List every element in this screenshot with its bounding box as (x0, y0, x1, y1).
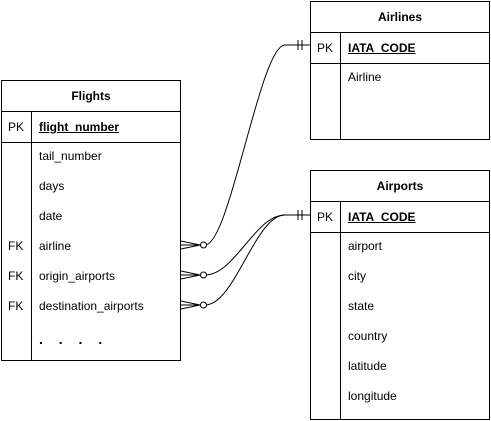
pk-label: PK (317, 210, 334, 224)
key-column (311, 232, 341, 419)
entity-title-airlines: Airlines (311, 2, 489, 33)
fk-label-airline: FK (8, 239, 24, 253)
field-ellipsis: . . . . (39, 331, 109, 347)
pk-field-iata-code: IATA_CODE (348, 210, 416, 224)
field-airport: airport (348, 239, 383, 253)
pk-row-airports[interactable]: PK IATA_CODE (311, 202, 489, 233)
entity-title-airports: Airports (311, 171, 489, 202)
field-airline: airline (39, 239, 72, 253)
field-country: country (348, 329, 388, 343)
fk-label-destination: FK (8, 299, 24, 313)
fk-label-origin: FK (8, 269, 24, 283)
field-latitude: latitude (348, 359, 387, 373)
entity-flights[interactable]: Flights PK flight_number tail_number day… (1, 80, 181, 361)
field-tail-number: tail_number (39, 149, 102, 163)
pk-label: PK (317, 41, 334, 55)
connector-destination-to-airports (180, 210, 310, 310)
field-airline-name: Airline (348, 70, 382, 84)
field-days: days (39, 179, 65, 193)
connector-origin-to-airports (180, 214, 310, 280)
entity-title-flights: Flights (2, 81, 180, 112)
field-origin-airports: origin_airports (39, 269, 116, 283)
field-state: state (348, 299, 375, 313)
pk-field-iata-code: IATA_CODE (348, 41, 416, 55)
pk-field-flight-number: flight_number (39, 120, 119, 134)
entity-airlines[interactable]: Airlines PK IATA_CODE Airline (310, 1, 490, 140)
field-city: city (348, 269, 366, 283)
field-date: date (39, 209, 63, 223)
key-column (311, 63, 341, 139)
field-destination-airports: destination_airports (39, 299, 144, 313)
pk-row-flights[interactable]: PK flight_number (2, 112, 180, 143)
entity-airports[interactable]: Airports PK IATA_CODE airport city state… (310, 170, 490, 420)
field-longitude: longitude (348, 389, 397, 403)
key-column (2, 142, 32, 360)
pk-label: PK (8, 120, 25, 134)
connector-airline-to-airlines (180, 40, 310, 250)
pk-row-airlines[interactable]: PK IATA_CODE (311, 33, 489, 64)
